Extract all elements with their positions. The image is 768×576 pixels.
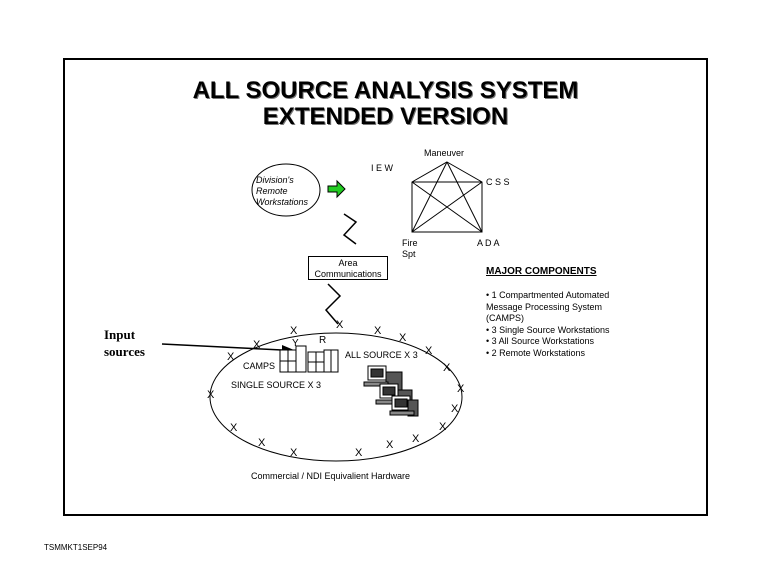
single-source-label: SINGLE SOURCE X 3 [231,380,322,390]
node-ada: A D A [477,238,500,248]
list-item: • 3 Single Source Workstations [486,324,610,335]
footer-code: TSMMKT1SEP94 [44,543,108,552]
x-marker: X [207,389,215,401]
all-source-workstation-icons [363,365,419,417]
x-marker: X [355,447,363,459]
area-comm-line1: Area [338,258,358,268]
system-ellipse [209,332,463,462]
remote-label-line1: Division's [256,175,294,185]
list-item: • 2 Remote Workstations [486,347,586,358]
list-item: • 1 Compartmented Automated Message Proc… [486,290,610,323]
remote-label-line2: Remote [256,186,288,196]
area-communications-box: Area Communications [308,256,388,280]
slide-title-line1: ALL SOURCE ANALYSIS SYSTEM [192,77,579,104]
x-marker: X [443,362,451,374]
remote-workstations-ellipse [251,163,321,217]
camps-r-label: R [319,335,327,346]
x-marker: X [258,437,266,449]
slide-title-line2: EXTENDED VERSION [262,103,509,130]
all-source-label: ALL SOURCE X 3 [345,350,418,360]
components-list: • 1 Compartmented Automated Message Proc… [486,290,636,359]
x-marker: X [399,332,407,344]
x-marker: X [227,351,235,363]
slide-frame [63,58,708,516]
node-fire-spt-line1: Fire [402,238,418,248]
x-marker: X [230,422,238,434]
lightning-bolt-icon [342,213,358,245]
input-arrow-line [161,343,283,351]
x-marker: X [457,383,465,395]
x-marker: X [451,403,459,415]
list-item: • 3 All Source Workstations [486,336,595,346]
node-maneuver: Maneuver [424,148,465,158]
x-marker: X [412,433,420,445]
node-iew: I E W [371,163,393,173]
network-star-icon [411,161,483,233]
x-marker: X [374,325,382,337]
remote-label-line3: Workstations [256,197,309,207]
components-heading: MAJOR COMPONENTS [486,266,597,277]
green-arrow-icon [327,179,346,199]
area-comm-line2: Communications [314,269,382,279]
node-css: C S S [486,177,510,187]
x-marker: X [425,345,433,357]
x-marker: X [290,325,298,337]
lightning-bolt-icon [324,283,342,325]
x-marker: X [386,439,394,451]
x-marker: X [253,339,261,351]
node-fire-spt-line2: Spt [402,249,416,259]
x-marker: X [336,319,344,331]
hardware-label: Commercial / NDI Equivalient Hardware [251,471,411,481]
x-marker: X [290,447,298,459]
input-sources-line2: sources [104,344,145,359]
camps-label: CAMPS [243,361,276,371]
input-sources-line1: Input [104,327,136,342]
x-marker: X [439,421,447,433]
camps-equipment-icon [279,345,339,373]
camps-y-label: Y [292,338,299,349]
